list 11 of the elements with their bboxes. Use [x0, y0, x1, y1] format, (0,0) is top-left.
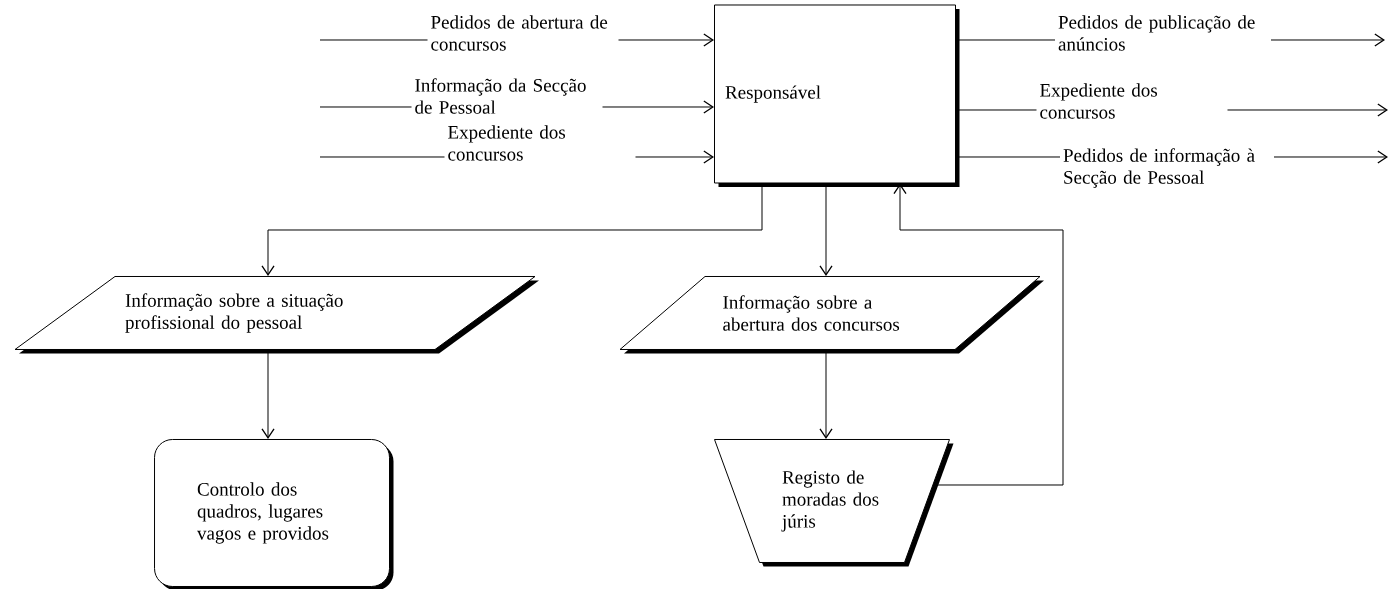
edge-label: Expediente dos concursos [1036, 80, 1228, 122]
terminal-box: Controlo dos quadros, lugares vagos e providos [154, 439, 394, 589]
edge-label: Pedidos de abertura de concursos [427, 12, 619, 54]
data-parallelogram: Informação sobre a abertura dos concursos [619, 276, 1044, 354]
manual-operation-trapezoid: Registo de moradas dos júris [714, 439, 954, 567]
process-box: Responsável [714, 4, 960, 187]
edge-label: Pedidos de informação à Secção de Pessoal [1060, 145, 1274, 191]
edge-label: Expediente dos concursos [444, 122, 636, 164]
edge-label: Pedidos de publicação de anúncios [1055, 12, 1271, 54]
edge-label: Informação da Secção de Pessoal [411, 75, 603, 117]
data-parallelogram: Informação sobre a situação profissional do pessoal [14, 276, 539, 354]
